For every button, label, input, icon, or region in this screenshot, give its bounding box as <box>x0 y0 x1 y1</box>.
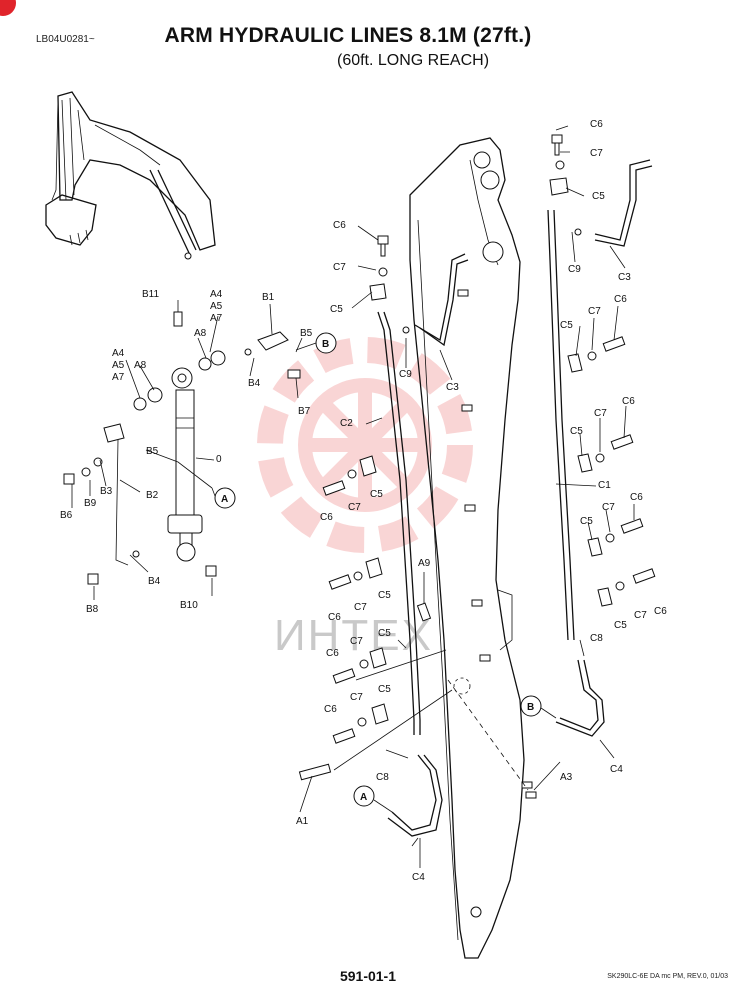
pipe-c3-right <box>594 159 651 241</box>
hose-c2-inner <box>383 311 421 735</box>
label-c5: C5 <box>614 620 627 631</box>
label-b6: B6 <box>60 510 73 521</box>
document-reference: SK290LC-6E DA mc PM, REV.0, 01/03 <box>607 973 728 980</box>
page-title: ARM HYDRAULIC LINES 8.1M (27ft.) <box>164 24 532 47</box>
label-c3: C3 <box>618 272 631 283</box>
label-b10: B10 <box>180 600 198 611</box>
label-c6: C6 <box>328 612 341 623</box>
label-c9: C9 <box>568 264 581 275</box>
callout-a-upper: A <box>214 487 236 509</box>
leader-lines <box>71 125 635 868</box>
pipe-c1 <box>547 209 569 641</box>
label-c6: C6 <box>320 512 333 523</box>
label-c7: C7 <box>350 636 363 647</box>
svg-text:A: A <box>360 792 367 803</box>
label-a7: A7 <box>210 313 223 324</box>
callout-b-lower: B <box>520 695 542 717</box>
label-c8: C8 <box>376 772 389 783</box>
label-c7: C7 <box>354 602 367 613</box>
hose-c2 <box>377 311 415 735</box>
watermark-text: ИНТЕХ <box>274 611 433 660</box>
label-c5: C5 <box>378 590 391 601</box>
label-c4: C4 <box>610 764 623 775</box>
label-a1: A1 <box>296 816 309 827</box>
svg-text:B: B <box>322 339 329 350</box>
label-b4: B4 <box>248 378 261 389</box>
cylinder-assembly <box>167 367 203 562</box>
part-labels: C6 C7 C5 C9 C3 C6 C7 C5 C9 C3 C2 C6 C7 C… <box>60 119 667 883</box>
label-c8: C8 <box>590 633 603 644</box>
label-c5: C5 <box>378 628 391 639</box>
label-c9: C9 <box>399 369 412 380</box>
label-c6: C6 <box>324 704 337 715</box>
callout-b-upper: B <box>315 332 337 354</box>
label-b2: B2 <box>146 490 159 501</box>
page-subtitle: (60ft. LONG REACH) <box>336 52 490 69</box>
label-a8: A8 <box>194 328 207 339</box>
label-c7: C7 <box>602 502 615 513</box>
label-a5: A5 <box>210 301 223 312</box>
label-c5: C5 <box>592 191 605 202</box>
fittings <box>63 134 656 799</box>
label-a9: A9 <box>418 558 431 569</box>
label-a8: A8 <box>134 360 147 371</box>
label-a4: A4 <box>112 348 125 359</box>
hose-c4-right <box>559 659 599 731</box>
document-code: LB04U0281~ <box>36 34 95 45</box>
label-c7: C7 <box>590 148 603 159</box>
hose-c4-left <box>391 754 437 831</box>
label-b5: B5 <box>300 328 313 339</box>
label-c5: C5 <box>560 320 573 331</box>
label-c7: C7 <box>594 408 607 419</box>
label-c5: C5 <box>570 426 583 437</box>
arm-body <box>409 137 525 959</box>
pipe-c3 <box>414 253 466 342</box>
svg-text:A: A <box>221 494 228 505</box>
label-c5: C5 <box>370 489 383 500</box>
label-b4: B4 <box>148 576 161 587</box>
label-c5: C5 <box>580 516 593 527</box>
label-b3: B3 <box>100 486 113 497</box>
label-c3: C3 <box>446 382 459 393</box>
label-zero: 0 <box>216 454 222 465</box>
label-c2: C2 <box>340 418 353 429</box>
label-c6: C6 <box>654 606 667 617</box>
label-c7: C7 <box>333 262 346 273</box>
label-c6: C6 <box>590 119 603 130</box>
label-a5: A5 <box>112 360 125 371</box>
label-c7: C7 <box>634 610 647 621</box>
label-c5: C5 <box>330 304 343 315</box>
label-a7: A7 <box>112 372 125 383</box>
label-a3: A3 <box>560 772 573 783</box>
label-c6: C6 <box>614 294 627 305</box>
label-b8: B8 <box>86 604 99 615</box>
excavator-inset <box>45 91 216 260</box>
page-number: 591-01-1 <box>339 968 397 984</box>
svg-text:B: B <box>527 702 534 713</box>
callout-a-lower: A <box>353 785 375 807</box>
label-b5: B5 <box>146 446 159 457</box>
label-b7: B7 <box>298 406 311 417</box>
corner-tab-mark <box>0 0 16 16</box>
label-c5: C5 <box>378 684 391 695</box>
watermark-gear-icon <box>257 337 473 553</box>
label-b1: B1 <box>262 292 275 303</box>
label-c6: C6 <box>326 648 339 659</box>
label-c6: C6 <box>333 220 346 231</box>
label-c6: C6 <box>622 396 635 407</box>
label-b9: B9 <box>84 498 97 509</box>
label-c7: C7 <box>348 502 361 513</box>
label-c7: C7 <box>588 306 601 317</box>
label-a4: A4 <box>210 289 223 300</box>
label-c4: C4 <box>412 872 425 883</box>
label-c7: C7 <box>350 692 363 703</box>
label-c1: C1 <box>598 480 611 491</box>
label-b11: B11 <box>142 289 159 300</box>
label-c6: C6 <box>630 492 643 503</box>
